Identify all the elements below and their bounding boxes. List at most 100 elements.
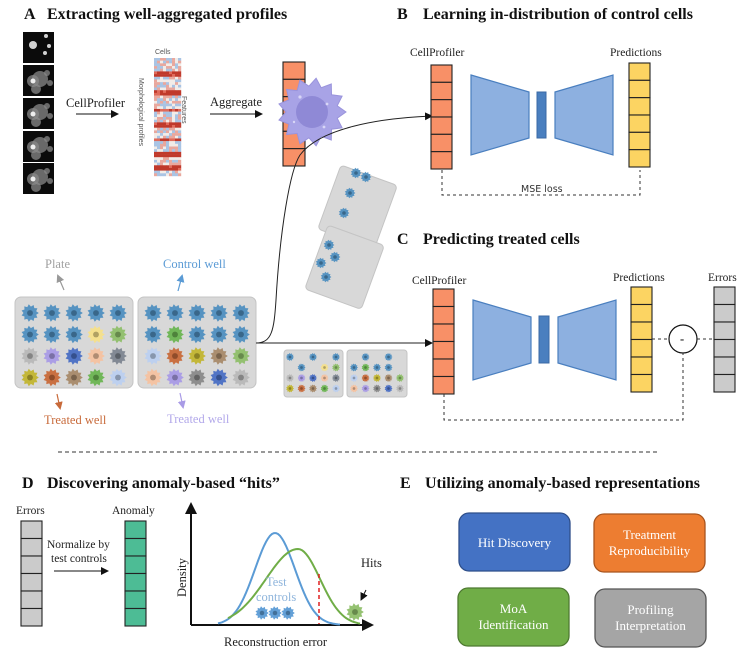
heatmap-cell	[172, 79, 176, 83]
heatmap-cell	[157, 60, 161, 64]
heatmap-cell	[166, 103, 170, 107]
heatmap-cell	[166, 141, 170, 145]
heatmap-cell	[160, 151, 164, 155]
heatmap-cell	[154, 58, 158, 61]
heatmap-cell	[160, 130, 164, 134]
heatmap-cell	[172, 133, 176, 136]
heatmap-cell	[172, 106, 176, 110]
heatmap-cell	[178, 63, 182, 67]
well-cell	[43, 325, 61, 344]
well-cell	[297, 384, 306, 393]
heatmap-cell	[154, 141, 158, 145]
panel-b-output-cell	[628, 114, 651, 133]
heatmap-cell	[178, 117, 182, 120]
well-cell	[350, 363, 359, 372]
well-cell	[361, 384, 370, 393]
heatmap-cell	[178, 157, 182, 161]
heatmap-cell	[178, 79, 182, 83]
heatmap-cell	[178, 154, 182, 158]
well-cell	[144, 347, 162, 365]
heatmap-cell	[154, 154, 158, 158]
heatmap-cell	[175, 125, 179, 128]
heatmap-cell	[172, 119, 176, 123]
well-cell	[320, 363, 329, 372]
heatmap-cell	[157, 90, 161, 94]
heatmap-cell	[157, 71, 161, 75]
heatmap-cell	[175, 108, 179, 112]
heatmap-cell	[169, 165, 173, 169]
heatmap-cell	[169, 141, 173, 145]
well-cell	[320, 384, 329, 393]
heatmap-cell	[166, 84, 170, 88]
heatmap-cell	[154, 98, 158, 102]
heatmap-cell	[157, 76, 161, 80]
heatmap-cell	[163, 71, 167, 75]
heatmap-cell	[172, 100, 176, 104]
heatmap-cell	[175, 130, 179, 134]
heatmap-cell	[154, 167, 158, 171]
well-cell	[232, 304, 250, 322]
well-cell	[350, 374, 359, 382]
panel-d-anomaly-cell	[124, 607, 147, 627]
heatmap-cell	[172, 170, 176, 174]
microscopy-image	[23, 32, 54, 63]
well-cell	[384, 353, 393, 361]
panel-c-input-cell	[432, 340, 455, 360]
panel-c-output-cell	[630, 356, 653, 376]
panel-d-anomaly-cell	[124, 520, 147, 540]
heatmap-cell	[169, 114, 173, 118]
panel-c-errors-cell	[713, 286, 736, 306]
panel-b-title: Learning in-distribution of control cell…	[423, 6, 693, 23]
heatmap-cell	[163, 127, 167, 131]
heatmap-cell	[166, 154, 170, 158]
heatmap-cell	[157, 84, 161, 88]
usecase-box-label-line1: MoA	[500, 601, 528, 616]
well-cell	[320, 374, 329, 382]
panel-d-anomaly-cell	[124, 572, 147, 592]
heatmap-cell	[163, 149, 167, 153]
panel-b-input-cell	[430, 151, 453, 170]
heatmap-cell	[160, 165, 164, 169]
heatmap-cell	[172, 117, 176, 120]
heatmap-cell	[172, 154, 176, 158]
panel-c-errors-cell	[713, 373, 736, 393]
panel-c-input-cell	[432, 358, 455, 378]
heatmap-cell	[178, 162, 182, 166]
heatmap-cell	[169, 103, 173, 107]
panel-c-output-vector	[630, 286, 653, 393]
heatmap-cell	[154, 95, 158, 99]
heatmap-features-label: Features	[180, 96, 187, 124]
heatmap-cell	[166, 119, 170, 123]
heatmap-cell	[178, 138, 182, 142]
well-cell	[65, 368, 83, 387]
usecase-box-label-line1: Treatment	[623, 527, 676, 542]
heatmap-cell	[157, 165, 161, 169]
heatmap-cell	[154, 149, 158, 153]
heatmap-cell	[160, 82, 164, 86]
heatmap-cell	[157, 108, 161, 112]
control-cell	[344, 187, 356, 199]
heatmap-cell	[160, 170, 164, 174]
well-cell	[384, 363, 393, 372]
heatmap-cell	[160, 143, 164, 147]
heatmap-cell	[157, 157, 161, 161]
heatmap-cell	[169, 143, 173, 147]
well-cell	[87, 368, 105, 387]
heatmap-cell	[166, 146, 170, 150]
morphological-heatmap	[154, 58, 182, 177]
panel-d: D Discovering anomaly-based “hits” Error…	[16, 475, 382, 649]
well-cell	[332, 384, 341, 393]
hits-arrow	[360, 589, 368, 601]
heatmap-cells-label: Cells	[155, 49, 171, 56]
panel-d-title: Discovering anomaly-based “hits”	[47, 475, 280, 492]
heatmap-cell	[178, 74, 182, 77]
well-cell	[188, 347, 206, 365]
panel-d-errors-cell	[20, 590, 43, 610]
heatmap-cell	[163, 173, 167, 177]
heatmap-cell	[169, 173, 173, 177]
heatmap-cell	[178, 170, 182, 174]
well-cell	[384, 384, 393, 393]
heatmap-cell	[172, 95, 176, 99]
heatmap-cell	[169, 157, 173, 161]
